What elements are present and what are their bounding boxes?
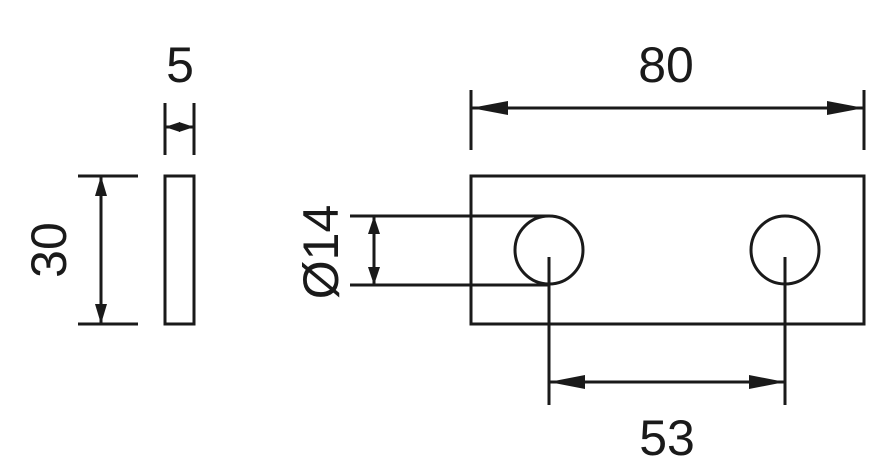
diameter-arrow-bottom (368, 267, 380, 285)
spacing-arrow-left (549, 375, 585, 389)
front-view: 80 Ø14 53 (293, 37, 866, 466)
spacing-label: 53 (639, 410, 695, 466)
thickness-arrow-left (165, 122, 180, 132)
diameter-label: Ø14 (293, 205, 349, 300)
thickness-arrow-right (179, 122, 194, 132)
height-arrow-bottom (95, 304, 107, 324)
height-arrow-top (95, 176, 107, 196)
side-view: 5 30 (21, 37, 196, 326)
diameter-arrow-top (368, 216, 380, 234)
length-label: 80 (638, 37, 694, 93)
length-arrow-left (471, 101, 508, 115)
thickness-label: 5 (166, 37, 194, 93)
height-label: 30 (21, 222, 77, 278)
side-view-plate (163, 174, 196, 326)
length-arrow-right (827, 101, 864, 115)
spacing-arrow-right (749, 375, 785, 389)
